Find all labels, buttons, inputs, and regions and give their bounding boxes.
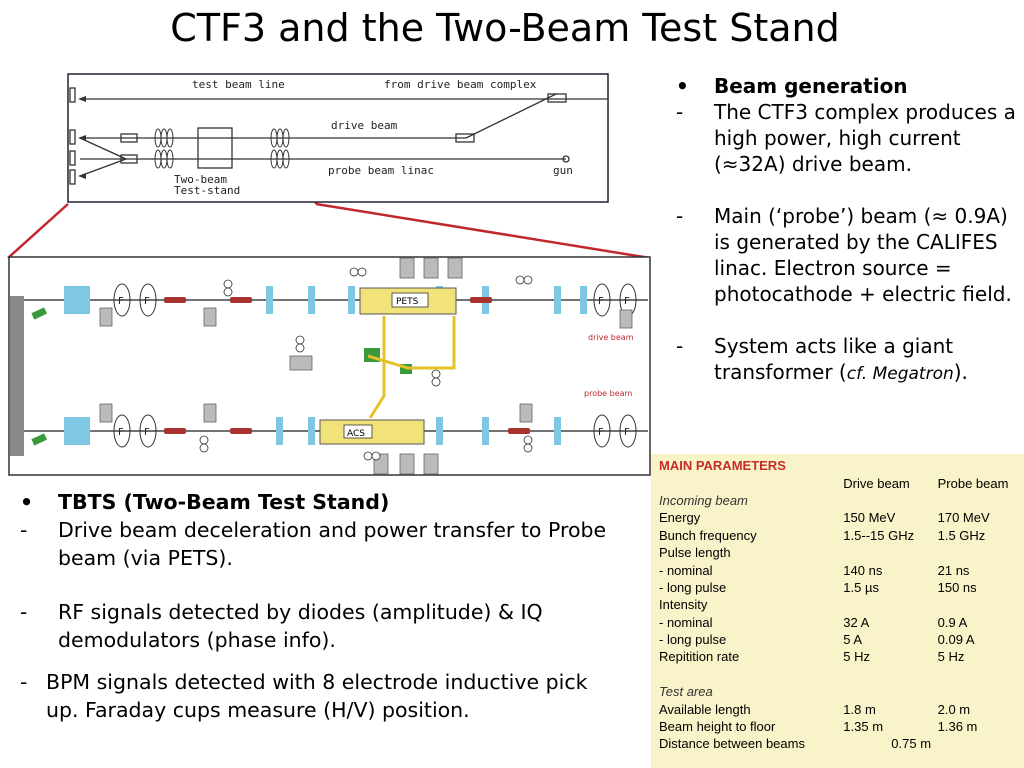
f-label: F xyxy=(598,427,604,438)
parameter-drive-value xyxy=(835,492,929,509)
label-probe-beam-linac: probe beam linac xyxy=(328,164,434,177)
distance-value: 0.75 m xyxy=(891,736,932,752)
pets-label: PETS xyxy=(396,297,419,307)
parameter-label: Bunch frequency xyxy=(659,527,757,543)
bullet-item: - Drive beam deceleration and power tran… xyxy=(20,518,607,570)
bullet-item: - RF signals detected by diodes (amplitu… xyxy=(20,600,543,652)
parameter-drive-value: 5 A xyxy=(843,632,863,648)
probe-beam-label: probe beam xyxy=(584,389,633,398)
parameter-probe-value: 1.36 m xyxy=(937,719,978,735)
parameter-probe-value: 0.09 A xyxy=(937,632,975,648)
parameter-probe-value xyxy=(930,596,1024,613)
parameter-label xyxy=(651,666,835,683)
acs-label: ACS xyxy=(347,429,365,439)
parameter-row: Incoming beam xyxy=(651,492,1024,509)
parameter-row: Energy 150 MeV 170 MeV xyxy=(651,509,1024,526)
parameter-probe-value: 0.9 A xyxy=(937,614,968,630)
parameter-probe-value: 1.5 GHz xyxy=(937,527,986,543)
parameter-row xyxy=(651,666,1024,683)
column-drive-beam: Drive beam xyxy=(843,475,910,491)
bullet-item: - The CTF3 complex produces a high power… xyxy=(676,100,1016,176)
parameter-probe-value xyxy=(930,492,1024,509)
distance-label: Distance between beams xyxy=(659,736,805,752)
label-gun: gun xyxy=(553,164,573,177)
parameter-drive-value: 150 MeV xyxy=(843,510,896,526)
parameter-row: - long pulse 5 A 0.09 A xyxy=(651,631,1024,648)
f-label: F xyxy=(118,296,124,307)
beam-generation-bullets: • Beam generation - The CTF3 complex pro… xyxy=(676,73,1024,387)
parameter-label: Intensity xyxy=(659,597,708,613)
parameter-probe-value: 5 Hz xyxy=(937,649,965,665)
parameter-probe-value xyxy=(930,666,1024,683)
parameter-probe-value xyxy=(930,683,1024,700)
bullet-item: - System acts like a giant transformer (… xyxy=(676,334,968,384)
beam-generation-heading: • Beam generation xyxy=(676,74,908,98)
parameter-label: Test area xyxy=(659,684,713,700)
parameter-drive-value xyxy=(835,666,929,683)
parameter-drive-value: 1.5--15 GHz xyxy=(843,527,915,543)
parameter-row: - long pulse 1.5 µs 150 ns xyxy=(651,579,1024,596)
tbts-heading: • TBTS (Two-Beam Test Stand) xyxy=(20,490,390,514)
parameter-drive-value: 1.35 m xyxy=(843,719,884,735)
f-label: F xyxy=(144,427,150,438)
parameter-label: - nominal xyxy=(659,562,713,578)
parameter-row: Bunch frequency 1.5--15 GHz 1.5 GHz xyxy=(651,527,1024,544)
column-probe-beam: Probe beam xyxy=(937,475,1009,491)
f-label: F xyxy=(144,296,150,307)
parameter-row: Pulse length xyxy=(651,544,1024,561)
parameter-row: Repitition rate 5 Hz 5 Hz xyxy=(651,648,1024,665)
label-two-beam: Two-beam xyxy=(174,173,227,186)
parameter-label: Incoming beam xyxy=(659,492,748,508)
label-test-beam-line: test beam line xyxy=(192,78,285,91)
parameter-row: Intensity xyxy=(651,596,1024,613)
main-parameters-table: MAIN PARAMETERS Drive beam Probe beam In… xyxy=(651,454,1024,768)
label-drive-beam: drive beam xyxy=(331,119,398,132)
bullet-item: - Main (‘probe’) beam (≈ 0.9A) is genera… xyxy=(676,204,1012,306)
f-label: F xyxy=(598,296,604,307)
page-title: CTF3 and the Two-Beam Test Stand xyxy=(170,6,840,50)
parameter-label: Pulse length xyxy=(659,545,731,561)
parameter-label: Available length xyxy=(659,701,751,717)
parameter-label: - nominal xyxy=(659,614,713,630)
parameters-title: MAIN PARAMETERS xyxy=(659,458,786,474)
parameter-drive-value: 140 ns xyxy=(843,562,883,578)
f-label: F xyxy=(624,296,630,307)
parameter-probe-value: 2.0 m xyxy=(937,701,971,717)
parameter-probe-value xyxy=(930,544,1024,561)
bullet-dot: • xyxy=(676,74,689,98)
parameter-drive-value: 5 Hz xyxy=(843,649,871,665)
parameter-row: Beam height to floor 1.35 m 1.36 m xyxy=(651,718,1024,735)
parameter-drive-value xyxy=(835,596,929,613)
parameter-drive-value xyxy=(835,544,929,561)
parameter-probe-value: 150 ns xyxy=(937,579,977,595)
parameter-drive-value xyxy=(835,683,929,700)
ctf3-schematic: test beam line from drive beam complex d… xyxy=(67,73,609,203)
parameter-row: - nominal 140 ns 21 ns xyxy=(651,561,1024,578)
tbts-bullets: • TBTS (Two-Beam Test Stand) - Drive bea… xyxy=(20,488,620,724)
drive-beam-label: drive beam xyxy=(588,333,634,342)
parameter-drive-value: 32 A xyxy=(843,614,870,630)
parameter-label: Repitition rate xyxy=(659,649,740,665)
parameter-row: Test area xyxy=(651,683,1024,700)
parameter-probe-value: 21 ns xyxy=(937,562,970,578)
parameter-drive-value: 1.8 m xyxy=(843,701,876,717)
label-test-stand: Test-stand xyxy=(174,184,240,197)
f-label: F xyxy=(118,427,124,438)
tbts-layout-diagram: F F F F F F F F PETS ACS drive beam prob… xyxy=(8,256,651,476)
parameter-label: Beam height to floor xyxy=(659,719,776,735)
f-label: F xyxy=(624,427,630,438)
parameter-label: - long pulse xyxy=(659,632,727,648)
parameter-label: - long pulse xyxy=(659,579,727,595)
label-from-drive-beam-complex: from drive beam complex xyxy=(384,78,537,91)
parameter-drive-value: 1.5 µs xyxy=(843,579,879,595)
parameter-probe-value: 170 MeV xyxy=(937,510,990,526)
bullet-item: - BPM signals detected with 8 electrode … xyxy=(20,670,588,722)
parameter-label: Energy xyxy=(659,510,701,526)
parameter-row: - nominal 32 A 0.9 A xyxy=(651,614,1024,631)
parameter-row: Available length 1.8 m 2.0 m xyxy=(651,700,1024,717)
